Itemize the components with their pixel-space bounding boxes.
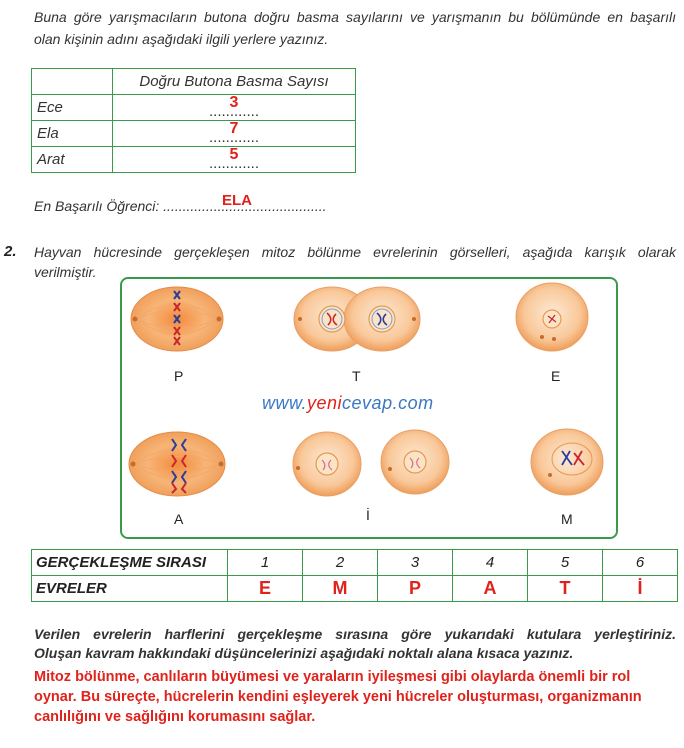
phase-answer: İ (602, 575, 678, 602)
student-name: Arat (31, 146, 113, 173)
instructions-line-2: Oluşan kavram hakkındaki düşüncelerinizi… (34, 645, 574, 661)
table-row: Doğru Butona Basma Sayısı (31, 68, 356, 95)
label-e: E (551, 368, 561, 384)
score-answer: 7 (229, 120, 239, 137)
order-number: 6 (602, 549, 678, 576)
watermark: www.yenicevap.com (262, 393, 434, 414)
cell-e (515, 282, 589, 352)
cell-a (128, 431, 226, 497)
watermark-prefix: www. (262, 393, 308, 413)
label-t: T (352, 368, 361, 384)
order-number: 4 (452, 549, 528, 576)
order-number: 3 (377, 549, 453, 576)
cell-m (530, 428, 604, 496)
table-row: GERÇEKLEŞME SIRASI 1 2 3 4 5 6 (31, 549, 678, 576)
label-m: M (561, 511, 573, 527)
student-name: Ece (31, 94, 113, 121)
label-a: A (174, 511, 184, 527)
best-student-line: En Başarılı Öğrenci: ...................… (34, 192, 327, 214)
order-number: 2 (302, 549, 378, 576)
score-cell: ............ 3 (112, 94, 356, 121)
table-row: Ela ............ 7 (31, 120, 356, 147)
score-answer: 5 (229, 146, 239, 163)
mitosis-illustrations (128, 282, 604, 497)
intro-line-2: olan kişinin adını aşağıdaki ilgili yerl… (34, 31, 329, 47)
order-row-label: GERÇEKLEŞME SIRASI (31, 549, 228, 576)
order-table: GERÇEKLEŞME SIRASI 1 2 3 4 5 6 EVRELER E… (31, 549, 678, 602)
phase-answer: T (527, 575, 603, 602)
score-cell: ............ 7 (112, 120, 356, 147)
instructions: Verilen evrelerin harflerini gerçekleşme… (34, 625, 676, 663)
table-row: Arat ............ 5 (31, 146, 356, 173)
table-row: EVRELER E M P A T İ (31, 575, 678, 602)
cell-p (130, 286, 224, 352)
dotted-line: ............ (208, 129, 259, 146)
question-number: 2. (4, 243, 17, 260)
intro-line-1: Buna göre yarışmacıların butona doğru ba… (34, 9, 676, 25)
label-i: İ (366, 507, 370, 523)
order-number: 5 (527, 549, 603, 576)
answer-text: Mitoz bölünme, canlıların büyümesi ve ya… (34, 669, 642, 725)
phase-answer: A (452, 575, 528, 602)
order-number: 1 (227, 549, 303, 576)
header-empty-cell (31, 68, 113, 95)
label-p: P (174, 368, 184, 384)
best-student-answer: ELA (222, 192, 252, 209)
best-student-label: En Başarılı Öğrenci: ...................… (34, 198, 327, 214)
instructions-line-1: Verilen evrelerin harflerini gerçekleşme… (34, 626, 676, 642)
phase-answer: M (302, 575, 378, 602)
score-answer: 3 (229, 94, 239, 111)
phase-answer: P (377, 575, 453, 602)
score-cell: ............ 5 (112, 146, 356, 173)
watermark-rest: cevap.com (342, 393, 434, 413)
mitosis-figure-box: P T E A İ M www.yenicevap.com (120, 277, 618, 539)
question-2-line-2: verilmiştir. (34, 264, 97, 280)
dotted-line: ............ (208, 103, 259, 120)
phase-answer: E (227, 575, 303, 602)
cell-t (293, 286, 421, 352)
student-name: Ela (31, 120, 113, 147)
score-table: Doğru Butona Basma Sayısı Ece ..........… (31, 68, 356, 173)
cell-i (292, 429, 450, 497)
score-header: Doğru Butona Basma Sayısı (112, 68, 356, 95)
question-2-line-1: Hayvan hücresinde gerçekleşen mitoz bölü… (34, 244, 676, 260)
intro-text: Buna göre yarışmacıların butona doğru ba… (34, 6, 676, 50)
watermark-mid: yeni (307, 393, 343, 413)
question-2-text: Hayvan hücresinde gerçekleşen mitoz bölü… (34, 242, 676, 282)
dotted-line: ............ (208, 155, 259, 172)
table-row: Ece ............ 3 (31, 94, 356, 121)
phases-row-label: EVRELER (31, 575, 228, 602)
